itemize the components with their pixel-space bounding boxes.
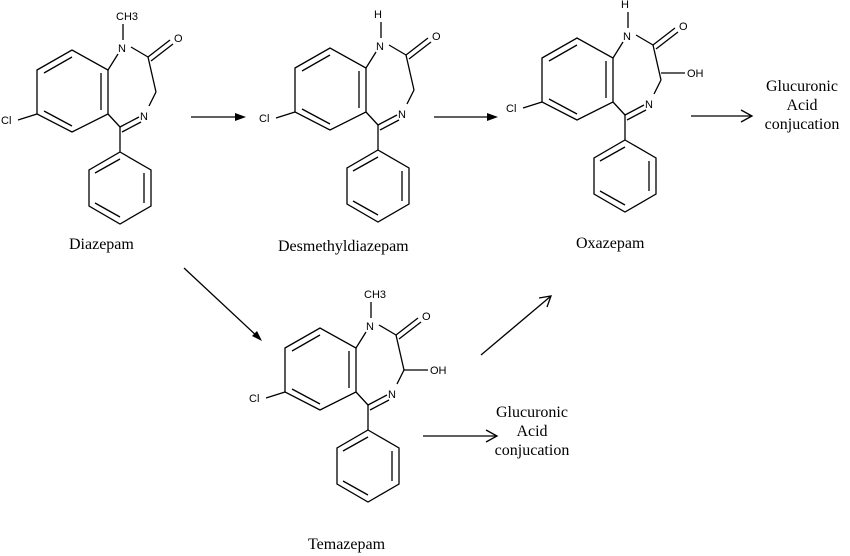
glucuronide-label-bottom: Glucuronic Acid conjucation: [484, 403, 580, 460]
temazepam-structure: CH3 OH: [248, 289, 447, 503]
arrow-diazepam-to-temazepam: [183, 267, 262, 341]
svg-text:OH: OH: [687, 68, 704, 80]
glucuronide-bottom-line1: Glucuronic: [496, 404, 568, 421]
svg-text:H: H: [374, 9, 382, 21]
svg-text:CH3: CH3: [116, 11, 138, 23]
arrow-oxazepam-to-glucuronide: [691, 109, 754, 123]
glucuronide-top-line1: Glucuronic: [766, 78, 838, 95]
glucuronide-top-line2: Acid: [786, 97, 818, 114]
arrow-temazepam-to-glucuronide: [423, 429, 499, 443]
svg-text:CH3: CH3: [364, 289, 386, 301]
glucuronide-label-top: Glucuronic Acid conjucation: [754, 77, 850, 134]
glucuronide-top-line3: conjucation: [764, 116, 840, 133]
arrow-desmethyldiazepam-to-oxazepam: [434, 113, 498, 121]
arrow-diazepam-to-desmethyldiazepam: [191, 113, 246, 121]
diazepam-label: Diazepam: [69, 236, 134, 253]
svg-text:H: H: [621, 0, 629, 11]
desmethyldiazepam-structure: H: [258, 9, 442, 223]
svg-text:OH: OH: [430, 365, 447, 377]
oxazepam-structure: H OH: [505, 0, 704, 213]
oxazepam-label: Oxazepam: [576, 235, 645, 252]
desmethyldiazepam-label: Desmethyldiazepam: [278, 238, 409, 255]
arrow-temazepam-to-oxazepam: [480, 295, 552, 356]
diazepam-structure: CH3: [0, 11, 184, 225]
temazepam-label: Temazepam: [308, 536, 386, 553]
glucuronide-bottom-line3: conjucation: [494, 442, 570, 459]
glucuronide-bottom-line2: Acid: [516, 423, 548, 440]
